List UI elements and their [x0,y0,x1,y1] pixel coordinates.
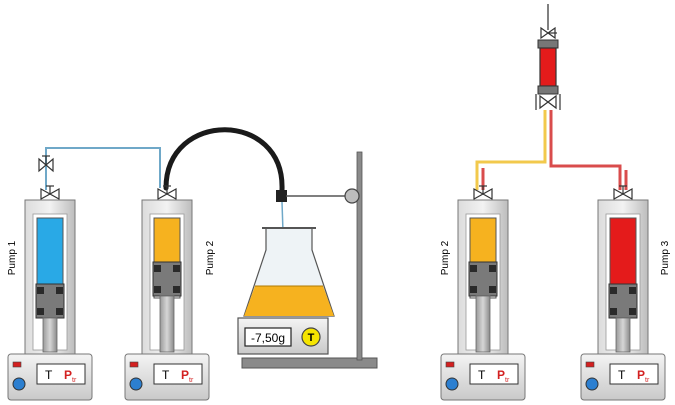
valve-icon[interactable] [540,26,557,40]
syringe-fluid [153,217,181,263]
control-panel [469,363,519,385]
control-panel [36,363,86,385]
status-led [585,361,595,368]
line-pump1-to-pump2 [45,147,161,190]
status-led [129,361,139,368]
tare-label: T [308,332,315,344]
erlenmeyer-flask [243,227,335,317]
hose-connector [276,190,287,202]
pump-label: Pump 2 [205,240,216,275]
control-panel [153,363,203,385]
balance: -7,50g T [237,317,329,355]
scale-reading: -7,50g [251,331,285,345]
valve-icon[interactable] [473,185,493,201]
temperature-label: T [162,368,170,382]
pump-label: Pump 3 [660,240,671,275]
status-led [12,361,22,368]
pressure-label: P [181,368,189,382]
syringe-fluid [36,217,64,285]
flask-liquid [244,286,334,316]
stand [241,151,378,369]
power-knob[interactable] [445,377,459,391]
valve-icon[interactable] [38,155,54,173]
pump-label: Pump 2 [440,240,451,275]
line-column-to-pump3 [549,110,622,190]
pressure-subscript: tr [72,377,77,384]
valve-icon[interactable] [157,185,177,201]
valve-icon[interactable] [613,185,633,201]
pressure-label: P [637,368,645,382]
tare-button[interactable] [301,327,321,347]
valve-icon[interactable] [40,185,60,201]
pressure-label: P [64,368,72,382]
power-knob[interactable] [585,377,599,391]
control-panel [609,363,659,385]
power-knob[interactable] [129,377,143,391]
pressure-subscript: tr [189,377,194,384]
syringe-fluid [609,217,637,285]
syringe-fluid [469,217,497,263]
status-led [445,361,455,368]
separation-column [535,4,561,110]
temperature-label: T [618,368,626,382]
temperature-label: T [478,368,486,382]
line-column-to-pump2 [475,110,547,190]
pressure-label: P [497,368,505,382]
hose [163,127,285,193]
pump-label: Pump 1 [7,240,18,275]
pressure-subscript: tr [505,377,510,384]
pressure-subscript: tr [645,377,650,384]
power-knob[interactable] [12,377,26,391]
temperature-label: T [45,368,53,382]
valve-icon[interactable] [535,94,561,110]
